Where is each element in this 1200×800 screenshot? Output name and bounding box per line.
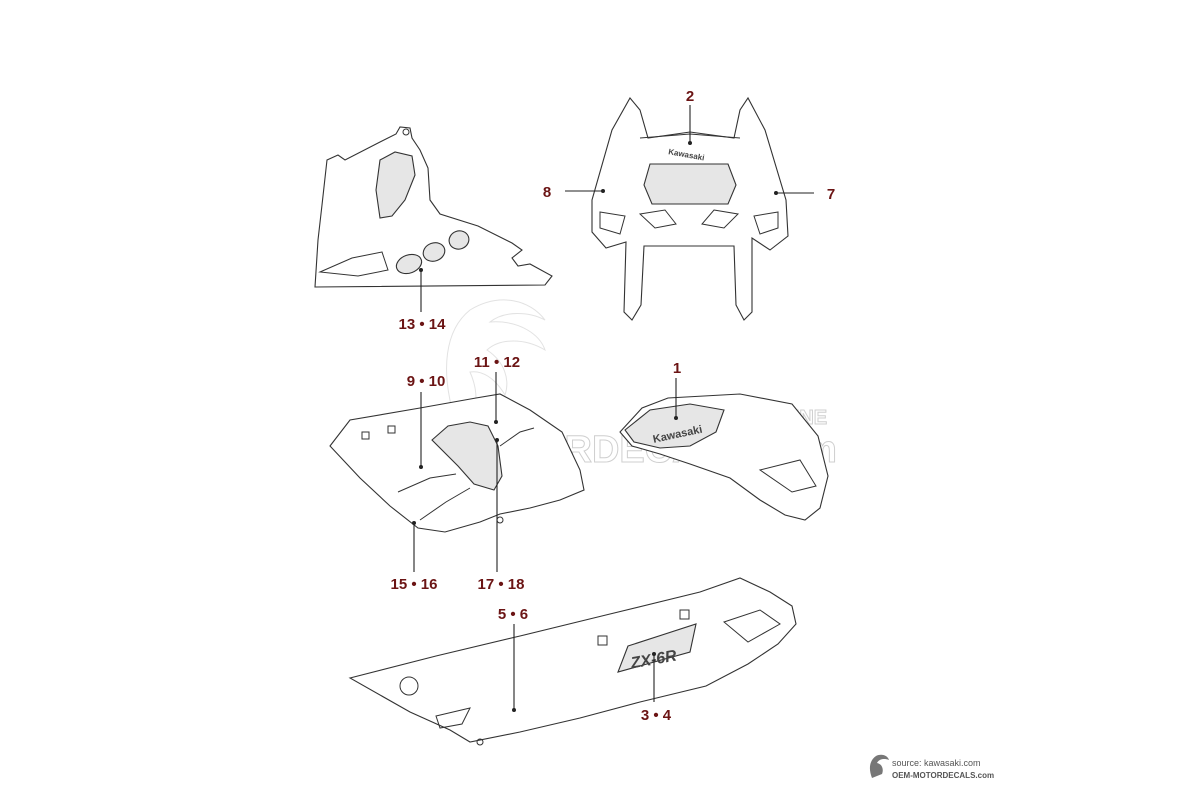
callout-5-6: 5 • 6 — [498, 606, 528, 623]
oem-logo-icon — [869, 754, 889, 778]
callout-9-10: 9 • 10 — [407, 373, 446, 390]
callout-2: 2 — [686, 88, 694, 105]
source-credit: source: kawasaki.com OEM-MOTORDECALS.com — [869, 754, 994, 780]
source-text: source: kawasaki.com — [892, 758, 981, 768]
callout-13-14: 13 • 14 — [399, 316, 447, 333]
callout-8: 8 — [543, 184, 551, 201]
callout-1: 1 — [673, 360, 681, 377]
belly-pan-part: ZX-6R — [348, 577, 797, 746]
middle-cowl-part — [329, 393, 585, 533]
callout-15-16: 15 • 16 — [391, 576, 438, 593]
upper-fairing-part: Kawasaki — [591, 96, 789, 321]
callout-3-4: 3 • 4 — [641, 707, 672, 724]
watermark-logo-icon — [446, 299, 546, 421]
side-cowl-part: Kawasaki — [619, 393, 829, 521]
callout-11-12: 11 • 12 — [474, 354, 520, 371]
callout-17-18: 17 • 18 — [478, 576, 525, 593]
cowl-600-decal: 600 — [395, 230, 470, 275]
callout-7: 7 — [827, 186, 835, 203]
callouts: 2 8 7 13 • 14 9 • 10 11 • 12 1 15 • 16 1… — [391, 88, 836, 724]
lower-cowl-part: 600 — [314, 126, 553, 288]
source-site-text: OEM-MOTORDECALS.com — [892, 771, 994, 780]
